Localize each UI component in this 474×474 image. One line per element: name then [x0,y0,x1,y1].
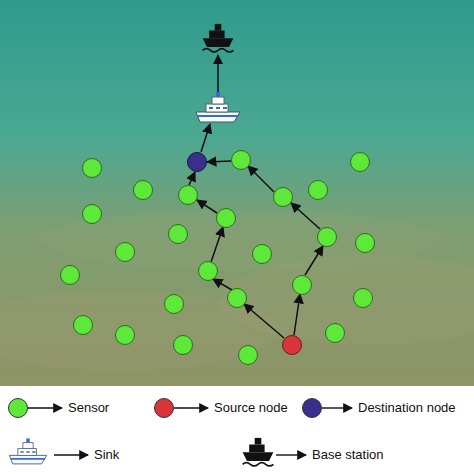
route-arrows [189,55,323,338]
legend-swatch [8,398,28,418]
legend-label: Destination node [358,400,456,416]
legend-icons [9,438,273,466]
legend-label: Source node [214,400,288,416]
legend-label: Base station [312,447,384,463]
base-station-icon [203,24,234,52]
destination-dot [188,153,207,172]
legend-label: Sink [94,447,119,463]
legend-swatch [302,398,322,418]
sink-icon [196,92,240,122]
legend-label: Sensor [68,400,109,416]
legend-swatch [154,398,174,418]
source-dot [283,336,302,355]
legend-arrows [28,408,352,455]
sensor-dots [61,151,375,365]
